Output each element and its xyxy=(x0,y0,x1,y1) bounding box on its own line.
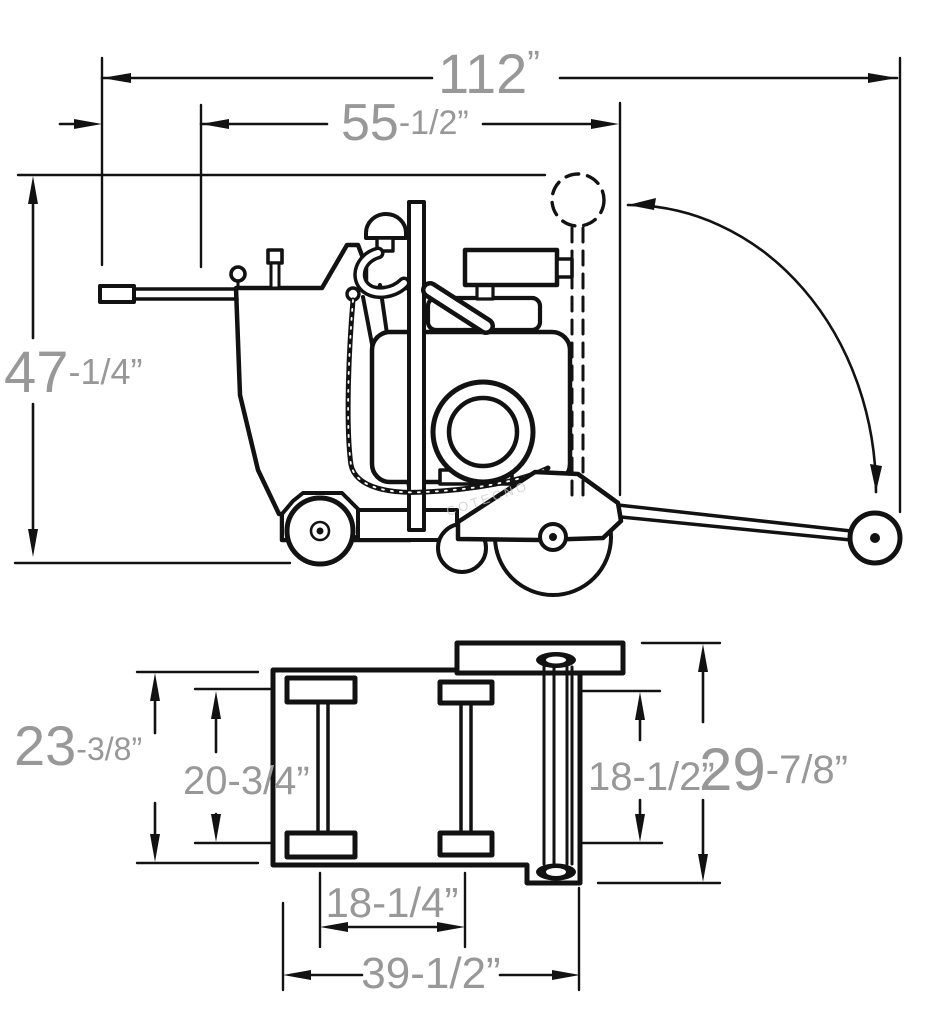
front-pointer-bar xyxy=(132,287,239,301)
dim-label-rear-track: 18-1/2” xyxy=(588,755,715,799)
dim-label-overall-length: 112” xyxy=(438,42,540,105)
rear-axle-wheel-bottom xyxy=(437,830,495,858)
dim-overall-length: 112” xyxy=(100,42,899,105)
dim-frame-length: 39-1/2” xyxy=(283,949,580,998)
tank-gauge xyxy=(229,265,247,283)
swing-arc xyxy=(626,203,878,494)
air-cleaner-inner xyxy=(446,395,520,469)
saw-plan-drawing xyxy=(270,640,626,886)
plan-view: 23-3/8” 20-3/4” 18-1/2” 29-7/8” xyxy=(14,640,848,998)
dim-label-body-width: 23-3/8” xyxy=(14,714,142,777)
side-extension-lines xyxy=(13,56,902,565)
dim-label-frame-length: 39-1/2” xyxy=(361,949,500,998)
blade-shaft xyxy=(542,665,574,866)
dim-label-front-track: 20-3/4” xyxy=(183,759,310,803)
plan-extension-lines xyxy=(135,641,722,992)
saw-side-drawing: COTECNO xyxy=(98,172,903,597)
dim-mid-length: 55-1/2” xyxy=(58,94,619,152)
dim-overall-height: 47-1/4” xyxy=(4,176,143,557)
side-view: 112” 55-1/2” 47-1/4” xyxy=(4,42,903,597)
rear-axle-wheel-top xyxy=(437,679,495,706)
dim-overall-width: 29-7/8” xyxy=(698,644,848,882)
pointer-arm xyxy=(616,503,853,542)
dim-label-overall-width: 29-7/8” xyxy=(699,736,848,803)
dim-rear-track: 18-1/2” xyxy=(588,692,715,842)
dim-label-mid-length: 55-1/2” xyxy=(341,94,469,152)
tank-cap xyxy=(266,248,284,265)
dim-wheelbase: 18-1/4” xyxy=(320,879,465,932)
raised-pointer-phantom xyxy=(550,172,606,228)
front-axle-wheel-top xyxy=(284,675,358,705)
crank-dome xyxy=(364,212,408,240)
dim-front-track: 20-3/4” xyxy=(183,691,310,842)
dim-label-wheelbase: 18-1/4” xyxy=(325,879,458,926)
depth-control-post xyxy=(407,200,426,532)
muffler xyxy=(462,247,560,288)
dim-label-overall-height: 47-1/4” xyxy=(4,340,143,405)
dim-body-width: 23-3/8” xyxy=(14,673,160,862)
front-axle-wheel-bottom xyxy=(284,830,358,860)
muffler-outlet xyxy=(555,257,574,279)
front-pointer-tip xyxy=(98,284,136,304)
